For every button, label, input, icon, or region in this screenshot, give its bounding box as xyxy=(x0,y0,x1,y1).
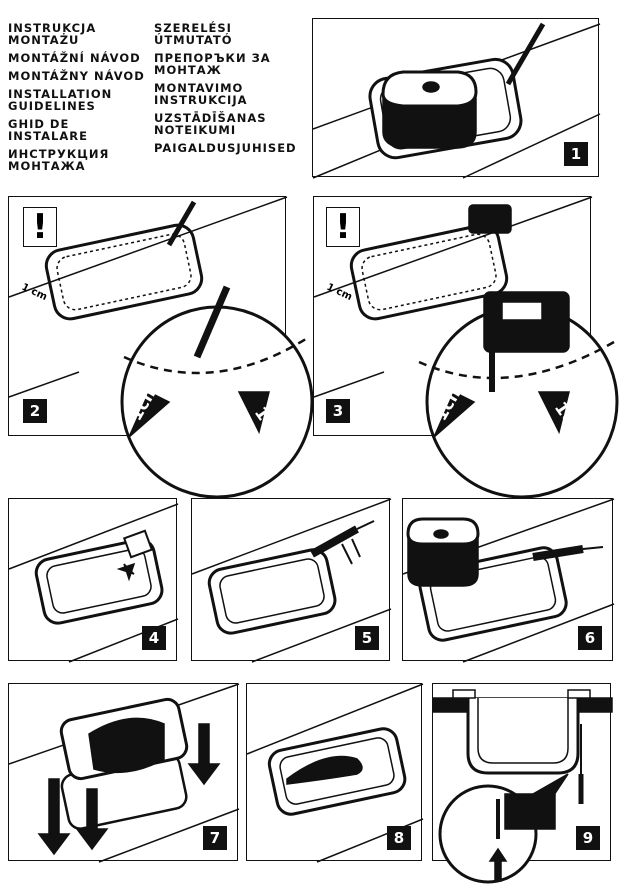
title: MONTÁŽNÍ NÁVOD xyxy=(8,51,141,65)
step-number: 4 xyxy=(142,626,166,650)
step-7-panel: 7 xyxy=(8,683,240,863)
step-1-panel: 1 xyxy=(312,18,601,179)
installed-sink-illustration xyxy=(246,683,424,863)
step-number: 9 xyxy=(576,826,600,850)
step-2-panel: 1 cm 1cm 1cm ! 2 xyxy=(8,196,314,499)
warning-icon: ! xyxy=(326,207,360,247)
clean-surface-illustration xyxy=(8,503,179,663)
step-number: 6 xyxy=(578,626,602,650)
title: SZERELÉSI ÚTMUTATÓ xyxy=(154,21,233,47)
step-4-panel: 4 xyxy=(8,498,179,663)
step-number: 2 xyxy=(23,399,47,423)
fix-clamps-illustration xyxy=(432,689,613,884)
apply-sealant-illustration xyxy=(191,498,392,663)
step-9-panel: 9 xyxy=(432,683,613,884)
title: MONTAVIMO INSTRUKCIJA xyxy=(154,81,248,107)
title: INSTALLATION GUIDELINES xyxy=(8,87,113,113)
title-list-left: INSTRUKCJA MONTAŻU MONTÁŽNÍ NÁVOD MONTÁŽ… xyxy=(8,22,145,178)
step-6-panel: 6 xyxy=(402,498,615,663)
seal-sink-illustration xyxy=(402,498,615,663)
title: INSTRUKCJA MONTAŻU xyxy=(8,21,97,47)
cut-jigsaw-illustration: 1 cm 1cm 1cm xyxy=(313,196,619,499)
step-5-panel: 5 xyxy=(191,498,392,663)
warning-icon: ! xyxy=(23,207,57,247)
title: UZSTĀDĪŠANAS NOTEIKUMI xyxy=(154,111,267,137)
step-3-panel: 1 cm 1cm 1cm ! 3 xyxy=(313,196,619,499)
title: ИНСТРУКЦИЯ МОНТАЖА xyxy=(8,147,110,173)
sink-outline-illustration xyxy=(312,22,601,179)
insert-sink-illustration xyxy=(8,683,240,863)
title: ПРЕПОРЪКИ ЗА МОНТАЖ xyxy=(154,51,271,77)
step-number: 7 xyxy=(203,826,227,850)
title-list-right: SZERELÉSI ÚTMUTATÓ ПРЕПОРЪКИ ЗА МОНТАЖ M… xyxy=(154,22,297,160)
step-number: 8 xyxy=(387,826,411,850)
step-number: 1 xyxy=(564,142,588,166)
step-number: 3 xyxy=(326,399,350,423)
step-8-panel: 8 xyxy=(246,683,424,863)
title: GHID DE INSTALARE xyxy=(8,117,88,143)
mark-cutout-illustration: 1 cm 1cm 1cm xyxy=(8,196,314,499)
title: PAIGALDUSJUHISED xyxy=(154,141,297,155)
step-number: 5 xyxy=(355,626,379,650)
title: MONTÁŽNY NÁVOD xyxy=(8,69,145,83)
